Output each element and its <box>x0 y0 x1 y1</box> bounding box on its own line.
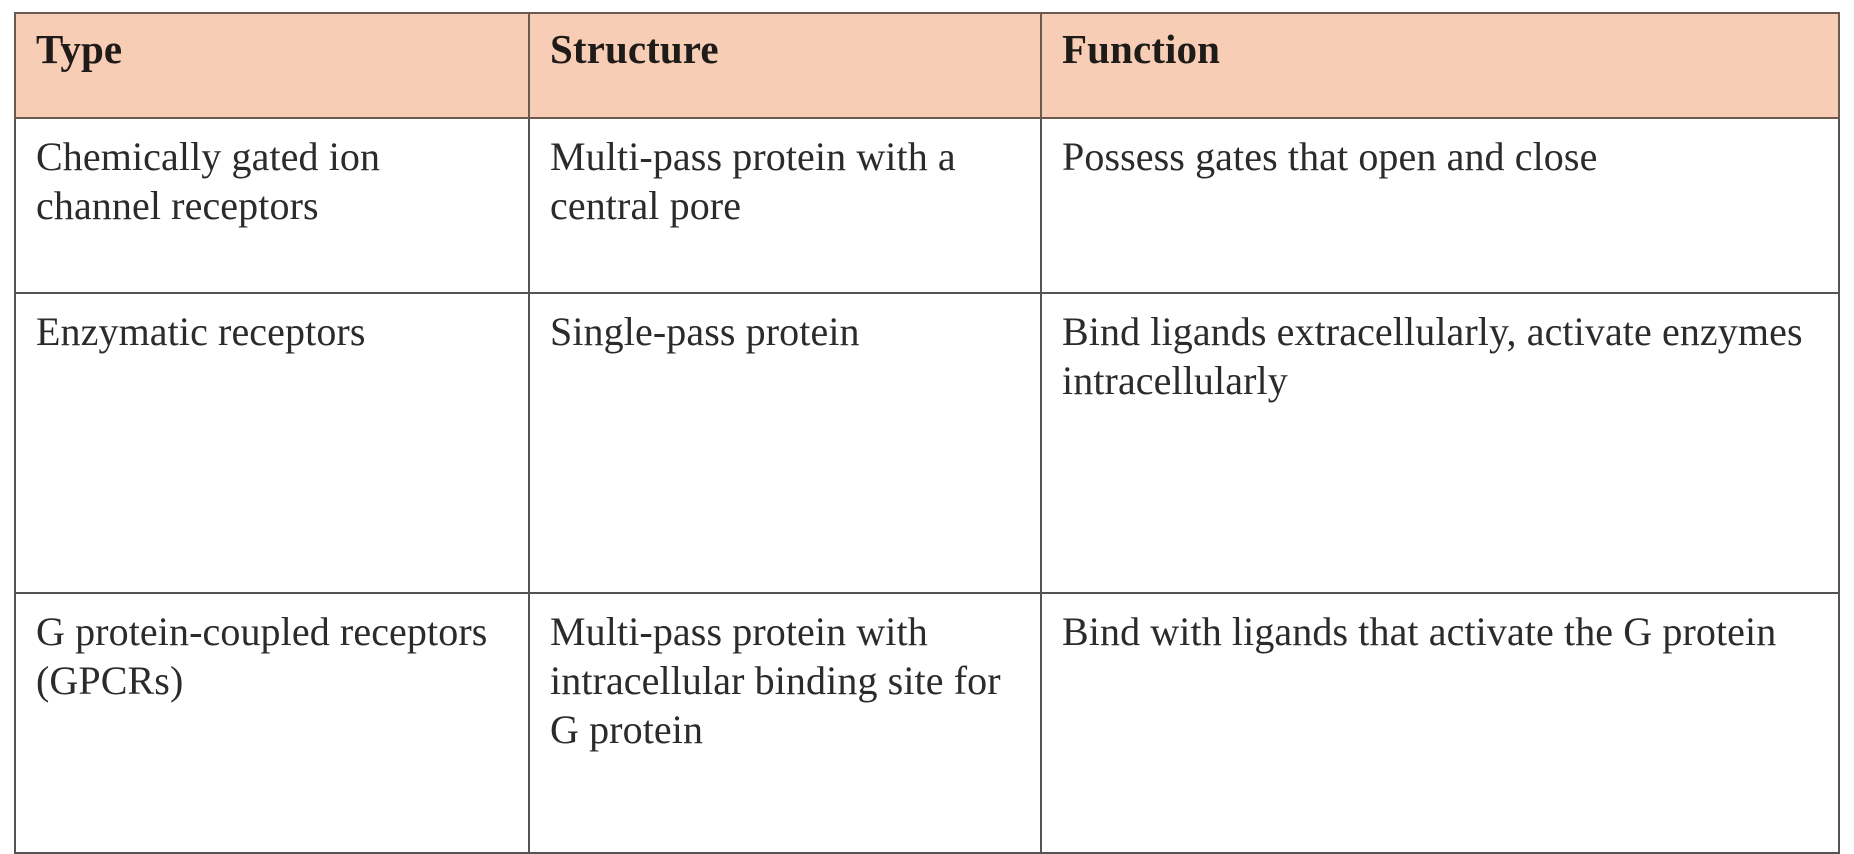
table-row: G protein-coupled receptors (GPCRs) Mult… <box>14 592 1840 854</box>
table-row: Enzymatic receptors Single-pass protein … <box>14 292 1840 594</box>
cell-function: Bind with ligands that activate the G pr… <box>1040 592 1840 854</box>
table-row: Chemically gated ion channel receptors M… <box>14 117 1840 294</box>
cell-text: Multi-pass protein with a central pore <box>550 134 956 228</box>
cell-type: Chemically gated ion channel receptors <box>14 117 530 294</box>
cell-text: Chemically gated ion channel receptors <box>36 134 381 228</box>
column-header-structure: Structure <box>528 12 1042 119</box>
cell-text: Single-pass protein <box>550 309 860 354</box>
table-header: Type Structure Function <box>14 12 1840 119</box>
cell-text: G protein-coupled receptors (GPCRs) <box>36 609 488 703</box>
cell-structure: Single-pass protein <box>528 292 1042 594</box>
cell-text: Possess gates that open and close <box>1062 134 1598 179</box>
column-header-function: Function <box>1040 12 1840 119</box>
cell-structure: Multi-pass protein with a central pore <box>528 117 1042 294</box>
cell-structure: Multi-pass protein with intracellular bi… <box>528 592 1042 854</box>
receptor-types-table: Type Structure Function Chemically gated… <box>14 12 1840 854</box>
cell-text: Bind ligands extracellularly, activate e… <box>1062 309 1803 403</box>
cell-type: G protein-coupled receptors (GPCRs) <box>14 592 530 854</box>
cell-type: Enzymatic receptors <box>14 292 530 594</box>
cell-function: Possess gates that open and close <box>1040 117 1840 294</box>
cell-text: Bind with ligands that activate the G pr… <box>1062 609 1777 654</box>
cell-function: Bind ligands extracellularly, activate e… <box>1040 292 1840 594</box>
table-body: Chemically gated ion channel receptors M… <box>14 117 1840 854</box>
cell-text: Multi-pass protein with intracellular bi… <box>550 609 1001 752</box>
document-page: Type Structure Function Chemically gated… <box>14 12 1840 854</box>
column-header-type: Type <box>14 12 530 119</box>
table-header-row: Type Structure Function <box>14 12 1840 119</box>
cell-text: Enzymatic receptors <box>36 309 366 354</box>
